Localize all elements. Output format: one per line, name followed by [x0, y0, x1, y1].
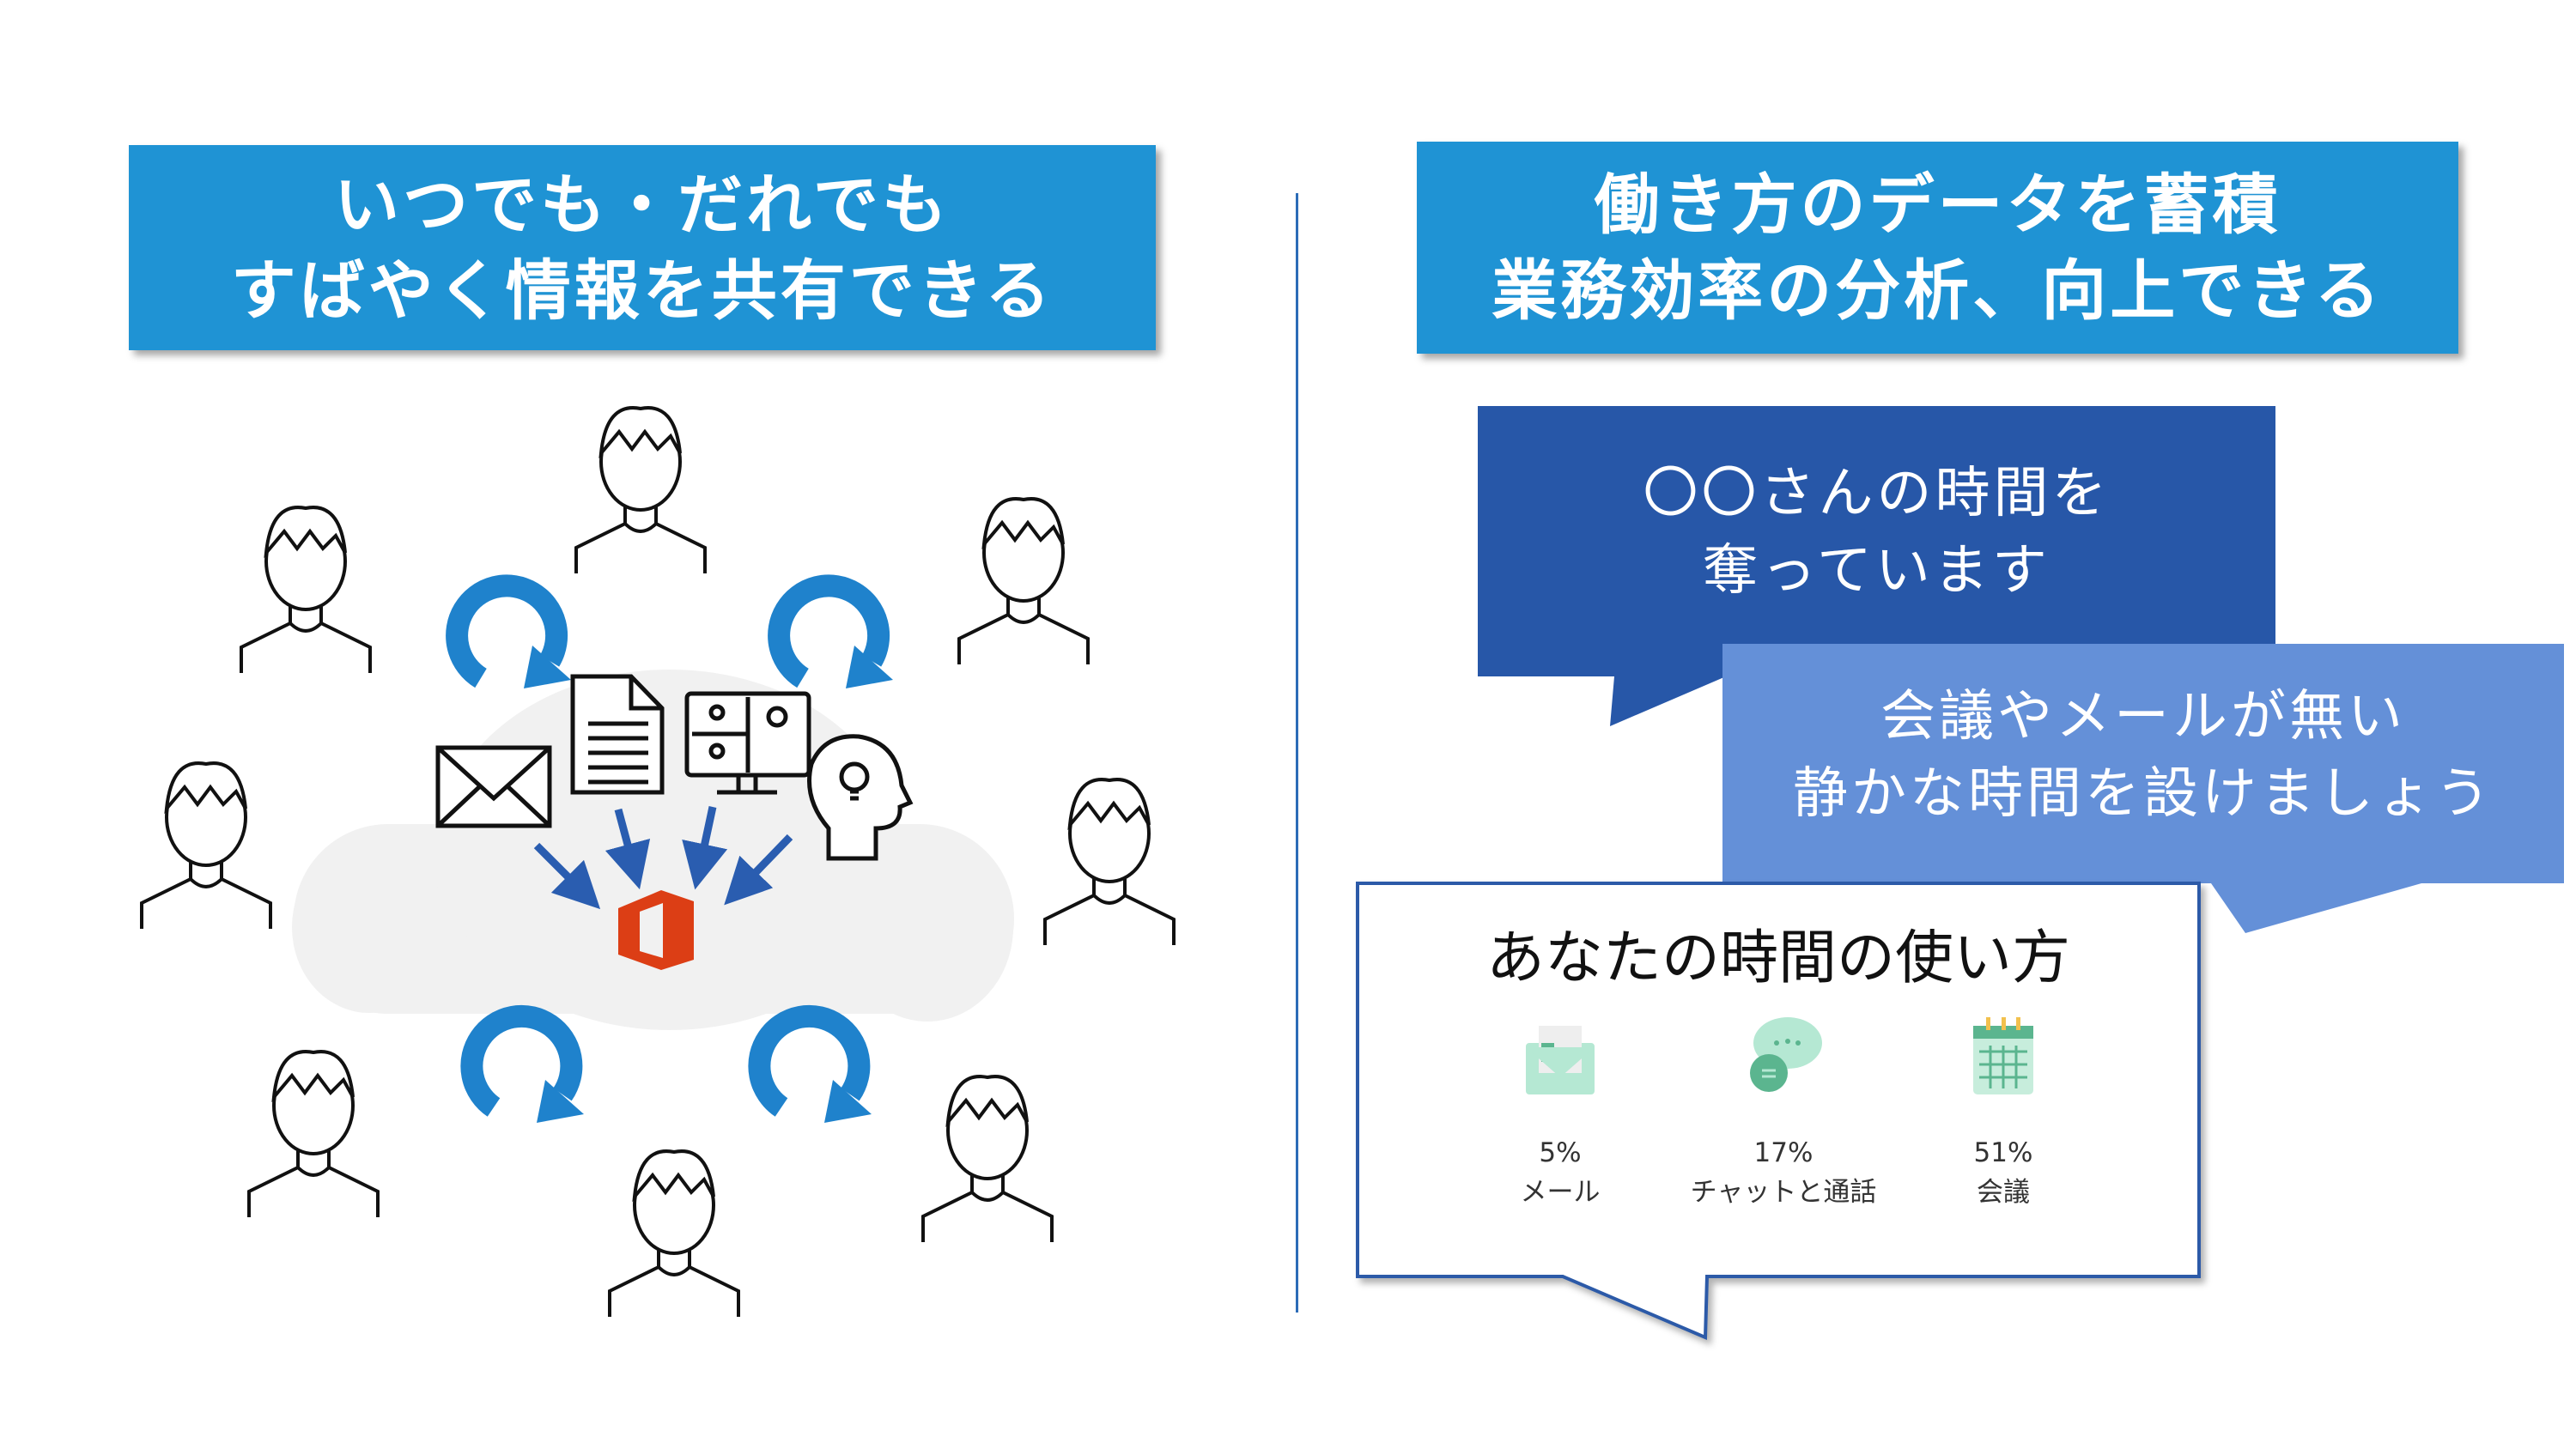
bubble-dark-line1: 〇〇さんの時間を: [1643, 462, 2111, 525]
stat-chat-label: チャットと通話: [1690, 1177, 1877, 1208]
cycle-arrow-icons: [446, 574, 893, 1123]
bubble-light-line2: 静かな時間を設けましょう: [1793, 762, 2494, 826]
right-title-banner: 働き方のデータを蓄積 業務効率の分析、向上できる: [1417, 142, 2458, 354]
bubble-dark-line2: 奪っています: [1703, 539, 2050, 603]
mail-icon: [1526, 1026, 1595, 1094]
stat-chat: 17% チャットと通話: [1680, 1013, 1886, 1212]
envelope-icon: [435, 745, 552, 828]
calendar-icon: [1973, 1017, 2033, 1094]
chat-icon: [1750, 1017, 1822, 1092]
bubble-dark-text: 〇〇さんの時間を 奪っています: [1478, 455, 2275, 609]
card-title: あなたの時間の使い方: [1485, 925, 2070, 992]
right-title-line2: 業務効率の分析、向上できる: [1492, 252, 2384, 329]
bubble-light-text: 会議やメールが無い 静かな時間を設けましょう: [1722, 678, 2564, 833]
card-bubble: [1356, 882, 2201, 1340]
stat-meeting-percent: 51%: [1973, 1137, 2033, 1168]
stat-chat-percent: 17%: [1753, 1137, 1814, 1168]
stat-mail-percent: 5%: [1539, 1137, 1582, 1168]
document-icon: [570, 674, 665, 795]
stat-meeting: 51% 会議: [1900, 1013, 2106, 1212]
stat-meeting-label: 会議: [1977, 1177, 2030, 1208]
idea-head-icon: [807, 734, 914, 861]
bubble-light: [1722, 644, 2564, 933]
video-conference-icon: [684, 691, 811, 795]
flow-arrows: [533, 806, 793, 910]
left-title-line1: いつでも・だれでも: [334, 166, 951, 243]
bubble-light-line1: 会議やメールが無い: [1880, 685, 2406, 749]
right-title-line1: 働き方のデータを蓄積: [1594, 166, 2281, 243]
stat-mail-label: メール: [1520, 1177, 1601, 1208]
left-title-line2: すばやく情報を共有できる: [230, 252, 1054, 329]
left-title-banner: いつでも・だれでも すばやく情報を共有できる: [129, 145, 1156, 350]
office-logo-icon: [618, 890, 694, 970]
stat-mail: 5% メール: [1457, 1013, 1663, 1212]
divider: [1296, 193, 1298, 1313]
